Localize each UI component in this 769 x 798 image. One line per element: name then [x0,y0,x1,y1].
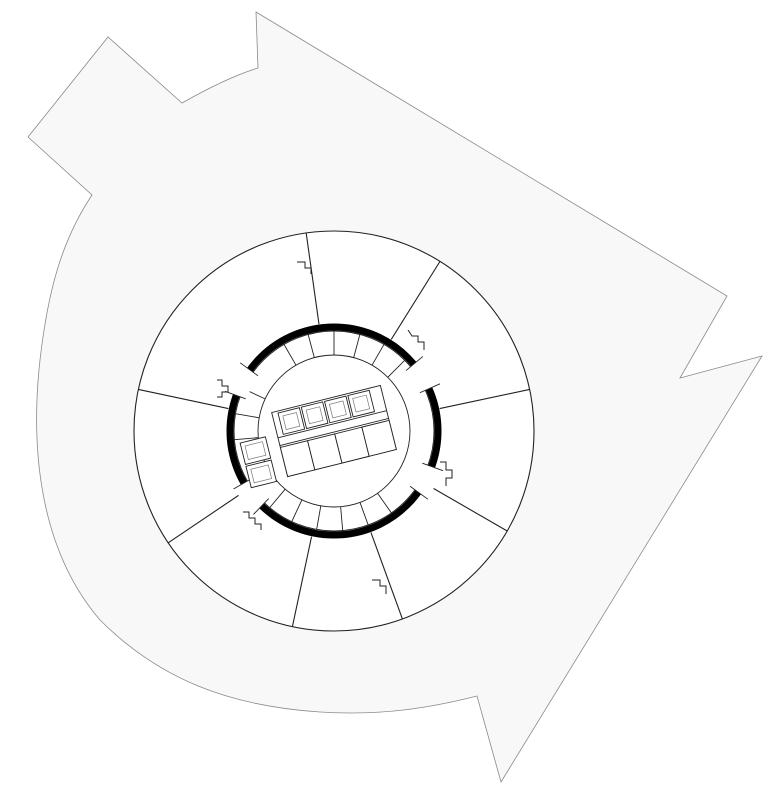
core-opening-edge [253,498,270,515]
lift-car [282,412,301,430]
side-lift-car [244,441,267,460]
core-opening [233,478,269,515]
side-lift-pair [239,436,278,489]
core-opening-edge [405,356,424,371]
lift-car [305,406,324,425]
wedge-divider [305,232,320,325]
wedge-divider [390,261,441,340]
wedge-dividers [138,232,530,627]
core-opening [406,356,440,393]
core-opening-edge [409,485,429,500]
wall-notch [440,461,453,486]
wedge-divider [167,490,245,544]
wall-notch [217,379,229,398]
side-lift-car [250,464,273,484]
core-opening-edge [422,462,444,472]
central-core-block [271,384,397,478]
core-openings [224,356,444,515]
wedge-divider [439,388,530,410]
lift-car [352,394,371,413]
ring-room-divider [377,492,392,514]
core-corridor-line [279,417,389,446]
ring-room-divider [353,334,361,358]
lift-car [328,400,347,419]
core-opening-edge [419,383,441,394]
ring-room-divider [291,499,303,522]
ring-room-divider [235,413,260,419]
wall-notch [372,579,387,594]
stair-cell [361,419,397,457]
lift-bank-bottom [279,419,397,478]
wedge-divider [138,388,229,410]
lift-bank-top [277,389,376,435]
wall-notches [217,261,453,594]
ring-room-divider [316,505,322,530]
core-opening-edge [239,362,259,377]
core-wall [226,323,442,539]
ring-room-divider [269,488,286,508]
core-opening [224,362,258,399]
ring-room-dividers [234,331,406,531]
wedge-divider [291,536,313,627]
ring-room-divider [371,344,385,366]
ring-room-divider [283,344,297,366]
wall-notch [243,511,262,530]
wall-notch [297,261,312,274]
ring-room-divider [307,334,315,358]
core-opening-edge [224,390,246,400]
core-opening [410,463,444,500]
core-corridor-line [277,410,387,439]
ring-room-divider [234,437,259,441]
wall-notch [407,329,425,350]
wedge-divider [427,484,508,532]
ring-room-divider [387,359,406,378]
ring-room-divider [340,506,344,531]
ring-room-divider [359,502,369,526]
wedge-divider [370,532,403,620]
